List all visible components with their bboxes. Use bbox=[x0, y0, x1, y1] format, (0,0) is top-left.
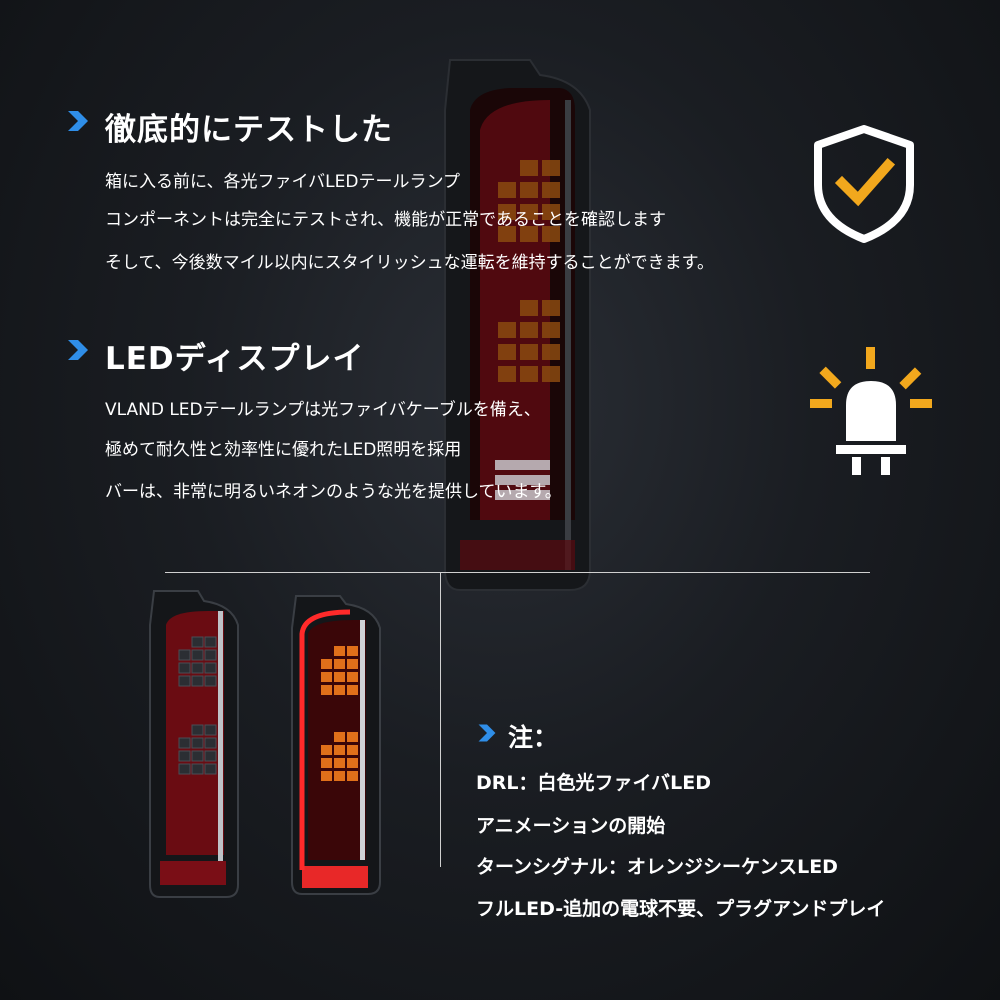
notes-heading: 注： bbox=[508, 723, 559, 752]
tail-lamp-on-image bbox=[291, 595, 381, 895]
section1-line-2: コンポーネントは完全にテストされ、機能が正常であることを確認します bbox=[105, 210, 666, 230]
section1-heading: 徹底的にテストした bbox=[105, 112, 393, 148]
section2-line-3: バーは、非常に明るいネオンのような光を提供しています。 bbox=[105, 482, 562, 502]
section1-line-1: 箱に入る前に、各光ファイバLEDテールランプ bbox=[105, 172, 460, 192]
led-bulb-icon bbox=[810, 347, 932, 475]
section2-line-1: VLAND LEDテールランプは光ファイバケーブルを備え、 bbox=[105, 400, 541, 420]
background-tail-lamp-image bbox=[444, 59, 591, 591]
tail-lamp-off-image bbox=[149, 590, 239, 898]
section2-heading: LEDディスプレイ bbox=[105, 341, 365, 377]
notes-line-4: フルLED-追加の電球不要、プラグアンドプレイ bbox=[476, 898, 886, 920]
section1-line-3: そして、今後数マイル以内にスタイリッシュな運転を維持することができます。 bbox=[105, 253, 714, 273]
divider-vertical bbox=[440, 572, 441, 867]
notes-line-2: アニメーションの開始 bbox=[476, 815, 666, 837]
divider-horizontal bbox=[165, 572, 870, 573]
shield-check-icon bbox=[814, 125, 914, 243]
section2-line-2: 極めて耐久性と効率性に優れたLED照明を採用 bbox=[105, 440, 462, 460]
notes-line-3: ターンシグナル：オレンジシーケンスLED bbox=[476, 856, 838, 878]
notes-line-1: DRL：白色光ファイバLED bbox=[476, 772, 711, 794]
chevron-right-icon bbox=[68, 340, 88, 360]
chevron-right-icon bbox=[68, 111, 88, 131]
chevron-right-icon bbox=[478, 724, 496, 742]
